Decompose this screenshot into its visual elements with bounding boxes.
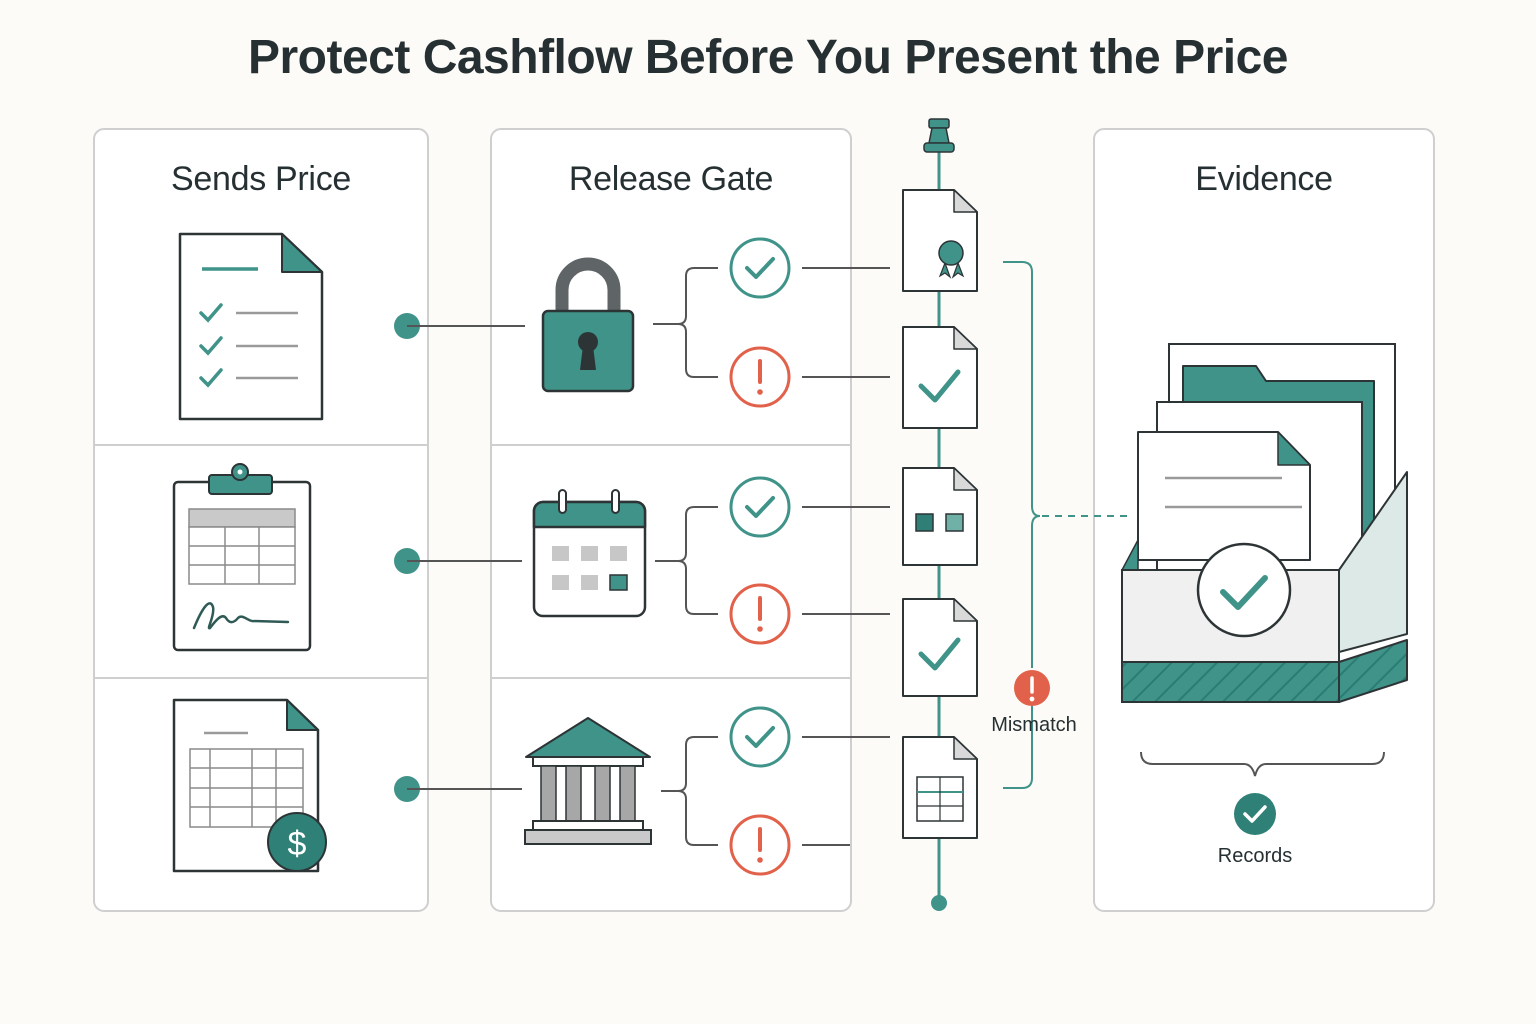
check-file-icon [902, 326, 978, 429]
page-title: Protect Cashflow Before You Present the … [247, 31, 1289, 84]
pushpin-icon [923, 118, 955, 153]
connector-row-1 [394, 313, 525, 339]
records-label: Records [1217, 845, 1293, 867]
connector-row-3 [394, 776, 522, 802]
evidence-title: Evidence [1195, 160, 1333, 198]
calendar-icon [532, 489, 647, 618]
file-box-icon [1120, 343, 1408, 703]
blocks-file-icon [902, 467, 978, 566]
sends-price-title: Sends Price [170, 160, 351, 198]
sheet-file-icon [902, 736, 978, 839]
mismatch-label: Mismatch [991, 714, 1077, 736]
checklist-document-icon [178, 232, 324, 421]
signed-clipboard-icon [172, 463, 312, 652]
records-brace [1140, 751, 1385, 777]
release-gate-title: Release Gate [568, 160, 774, 198]
records-check-icon [1234, 793, 1276, 835]
invoice-dollar-icon: $ [172, 698, 327, 873]
alert-circle-icon [729, 583, 791, 645]
padlock-icon [541, 257, 635, 393]
alert-circle-icon [729, 346, 791, 408]
check-circle-icon [729, 476, 791, 538]
bank-icon [524, 717, 652, 845]
svg-text:$: $ [288, 825, 307, 863]
check-circle-icon [729, 237, 791, 299]
check-file-icon [902, 598, 978, 697]
evidence-bracket [1003, 261, 1132, 789]
branch-connectors [653, 267, 890, 846]
check-circle-icon [729, 706, 791, 768]
alert-circle-icon [729, 814, 791, 876]
mismatch-alert-icon [1014, 670, 1050, 706]
connector-row-2 [394, 548, 522, 574]
certificate-file-icon [902, 189, 978, 292]
